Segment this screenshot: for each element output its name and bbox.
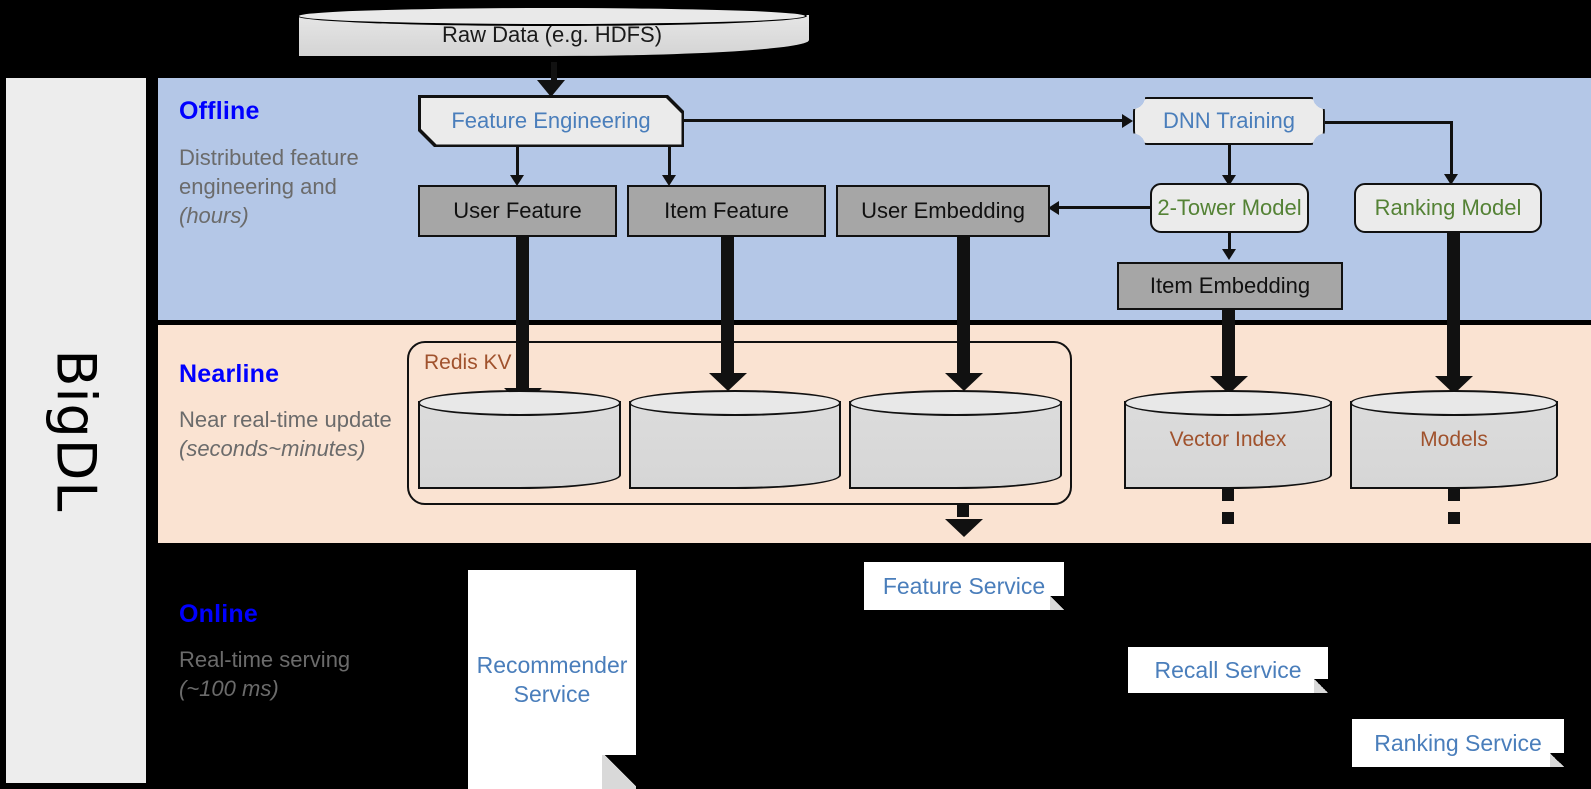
arrowhead-userembedding-store [945,373,983,391]
dotted-connector-vectorindex-2 [1222,512,1234,524]
connector-fe-dnn [684,119,1124,122]
redis-kv-label: Redis KV [424,351,512,374]
page-fold-icon [1550,753,1564,767]
connector-twotower-itemembedding [1228,233,1231,251]
ranking-service-label: Ranking Service [1374,729,1542,756]
connector-dnn-ranking-v [1450,121,1453,176]
node-fill: Feature Engineering [421,98,682,145]
online-subtitle-text: Real-time serving [179,647,351,672]
feature-engineering-node[interactable]: Feature Engineering [418,95,684,147]
store-item-feature-label [629,390,841,489]
ranking-model-node[interactable]: Ranking Model [1354,183,1542,233]
cylinder-cap [297,6,807,26]
pipe-userfeature-store [516,237,529,392]
ranking-model-label: Ranking Model [1374,195,1522,220]
vector-index-label: Vector Index [1169,427,1287,451]
arrowhead-fe-userfeature [510,175,524,186]
user-embedding-label: User Embedding [861,198,1025,223]
raw-data-label: Raw Data (e.g. HDFS) [441,22,663,47]
arrowhead-dnn-ranking [1444,174,1458,185]
models-store[interactable]: Models [1350,390,1558,489]
cylinder-cap [849,390,1062,416]
recall-service-label: Recall Service [1154,656,1302,683]
nearline-subtitle: Near real-time update (seconds~minutes) [179,405,404,463]
recommender-service-label: Recommender Service [476,652,628,707]
connector-dnn-ranking-h [1325,121,1453,124]
arrowhead-dnn-twotower [1222,175,1236,186]
page-fold-icon [1314,679,1328,693]
connector-redis-featureservice-stub [957,505,969,517]
page-fold-icon [602,755,636,789]
feature-engineering-label: Feature Engineering [451,108,651,133]
store-user-feature-label [418,390,621,489]
arrowhead-twotower-itemembedding [1222,249,1236,260]
sidebar-label: BigDL [44,349,108,512]
recall-service-node[interactable]: Recall Service [1128,647,1328,693]
arrowhead-redis-featureservice [945,519,983,537]
connector-dnn-twotower [1228,145,1231,177]
nearline-title: Nearline [179,360,280,388]
cylinder-cap [1124,390,1332,416]
feature-service-label: Feature Service [882,572,1046,599]
ranking-service-node[interactable]: Ranking Service [1352,719,1564,767]
arrowhead-twotower-userembedding [1048,201,1059,215]
connector-fe-userfeature [516,147,519,177]
connector-twotower-userembedding [1058,206,1150,209]
pipe-rankingmodel-models [1447,233,1460,380]
raw-data-store: Raw Data (e.g. HDFS) [297,6,811,64]
page-fold-icon [1050,596,1064,610]
cylinder-cap [629,390,841,416]
sidebar-bigdl: BigDL [6,78,146,783]
nearline-subtitle-text: Near real-time update [179,407,392,432]
store-user-embedding[interactable] [849,390,1062,489]
cylinder-cap [418,390,621,416]
store-item-feature[interactable] [629,390,841,489]
connector-rawdata-fe [551,62,557,84]
dnn-training-node[interactable]: DNN Training [1133,97,1325,145]
arrowhead-rawdata-fe [537,80,565,97]
redis-kv-container [407,341,1072,505]
user-embedding-node[interactable]: User Embedding [836,185,1050,237]
cylinder-cap [1350,390,1558,416]
offline-subtitle-em: (hours) [179,203,249,229]
dotted-connector-models-2 [1448,512,1460,524]
recommender-service-node[interactable]: Recommender Service [468,570,636,789]
dnn-training-label: DNN Training [1162,108,1296,133]
feature-service-node[interactable]: Feature Service [864,562,1064,610]
nearline-subtitle-em: (seconds~minutes) [179,436,366,462]
arrowhead-itemfeature-store [709,373,747,391]
item-embedding-label: Item Embedding [1149,273,1311,298]
connector-fe-itemfeature [668,147,671,177]
models-label: Models [1420,427,1488,451]
offline-subtitle: Distributed feature engineering and (hou… [179,143,394,230]
cylinder-body [418,401,621,489]
vector-index-store[interactable]: Vector Index [1124,390,1332,489]
online-title: Online [179,600,258,628]
store-user-embedding-label [849,390,1062,489]
user-feature-node[interactable]: User Feature [418,185,617,237]
offline-title: Offline [179,97,260,125]
cylinder-body [849,401,1062,489]
user-feature-label: User Feature [453,198,582,223]
two-tower-model-node[interactable]: 2-Tower Model [1150,183,1309,233]
pipe-itemembedding-vectorindex [1222,310,1235,380]
arrowhead-fe-itemfeature [662,175,676,186]
online-subtitle-em: (~100 ms) [179,676,279,702]
item-feature-label: Item Feature [664,198,789,223]
dotted-connector-vectorindex-1 [1222,489,1234,501]
online-subtitle: Real-time serving (~100 ms) [179,645,394,703]
offline-subtitle-text: Distributed feature engineering and [179,145,359,200]
two-tower-model-label: 2-Tower Model [1157,195,1302,220]
item-feature-node[interactable]: Item Feature [627,185,826,237]
dotted-connector-models-1 [1448,489,1460,501]
store-user-feature[interactable] [418,390,621,489]
arrowhead-fe-dnn [1122,114,1133,128]
item-embedding-node[interactable]: Item Embedding [1117,262,1343,310]
